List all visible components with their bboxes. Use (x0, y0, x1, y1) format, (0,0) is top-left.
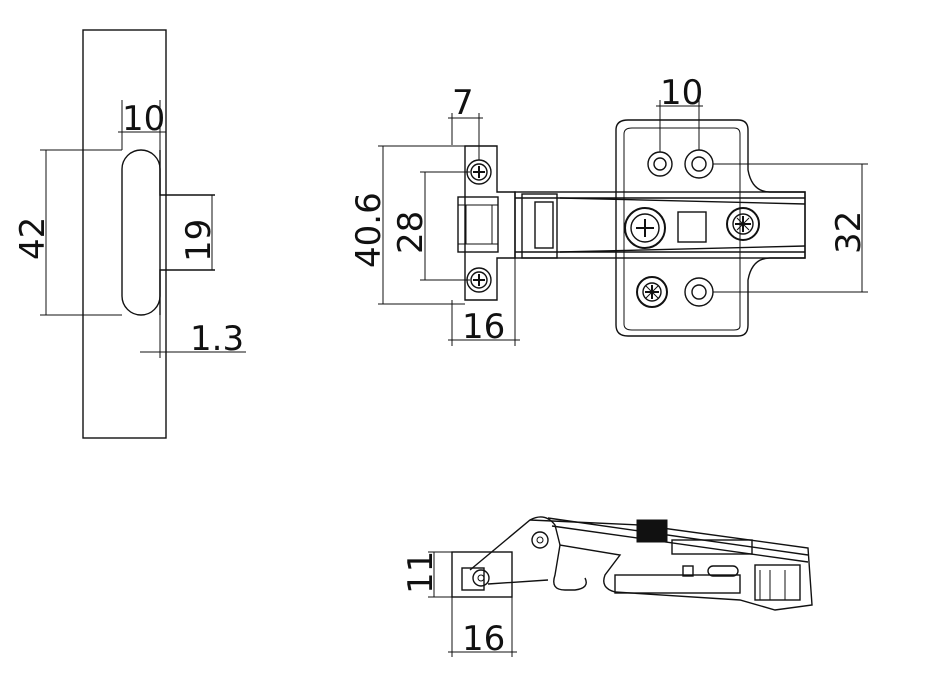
clip-block (636, 519, 668, 543)
hinge-arm (514, 191, 806, 259)
hinge-side-view: 11 16 (401, 516, 813, 659)
door-edge-view: 10 42 19 1.3 (13, 29, 246, 439)
plate-screw-icon (726, 207, 760, 241)
cup-body (457, 196, 499, 253)
dim-offset: 1.3 (190, 319, 244, 359)
plate-hole-icon (684, 277, 714, 307)
dim-cup-width-side: 16 (462, 619, 505, 659)
step-outline (159, 150, 215, 196)
dim-screw-spacing: 28 (391, 211, 431, 254)
plate-side (754, 564, 801, 601)
cup-side (451, 551, 513, 598)
dim-cup-width-top: 16 (462, 307, 505, 347)
dim-depth: 19 (179, 219, 219, 262)
door-panel (82, 29, 167, 439)
mounting-plate (615, 119, 806, 337)
dim-plate-height: 40.6 (349, 192, 389, 268)
cup-slot (121, 149, 161, 316)
plate-slot (677, 211, 707, 243)
dim-plate-hole-spacing: 10 (660, 73, 703, 113)
dim-edge-width: 10 (122, 99, 165, 139)
dim-screw-offset: 7 (452, 83, 474, 123)
adjust-screw-icon (624, 207, 666, 249)
dim-edge-length: 42 (13, 217, 53, 260)
dim-side-height: 11 (401, 551, 441, 594)
plate-hole-icon (647, 151, 673, 177)
plate-hole-icon (684, 149, 714, 179)
hinge-top-view: 7 40.6 28 16 10 32 (349, 73, 869, 347)
plate-screw-icon (636, 276, 668, 308)
step-outline-lower (159, 269, 215, 315)
dim-plate-pitch: 32 (829, 211, 869, 254)
